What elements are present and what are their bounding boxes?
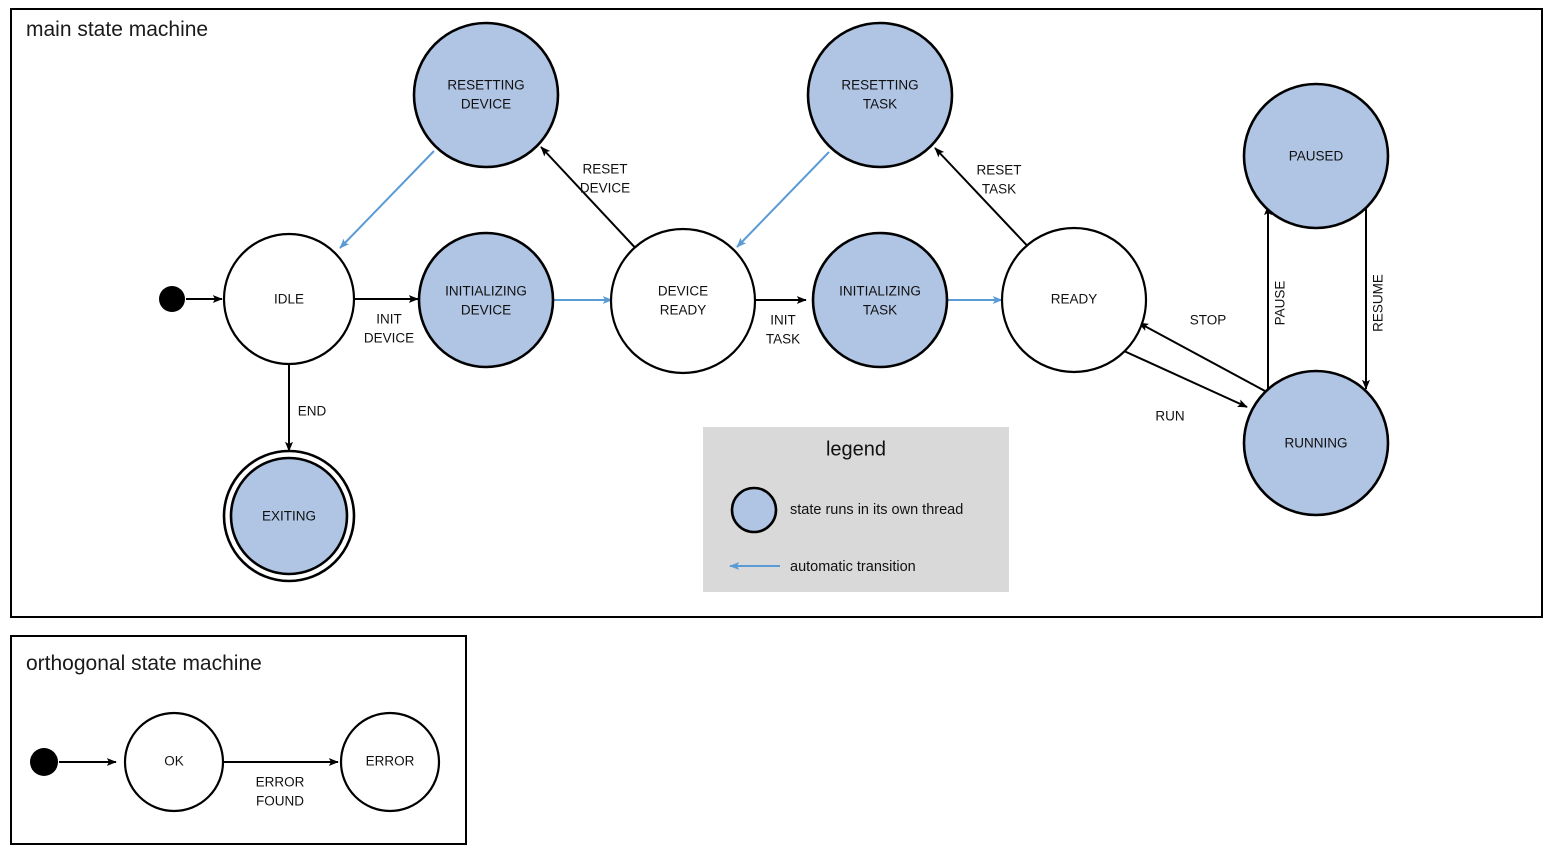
edge-label-init-device-1: INIT [376,312,402,327]
state-initializing-task-label-2: TASK [863,303,897,318]
state-device-ready[interactable]: DEVICE READY [609,227,757,375]
state-paused-circle[interactable] [1242,82,1390,230]
edge-label-pause: PAUSE [1273,281,1288,326]
state-device-ready-label-2: READY [660,303,707,318]
state-paused-label: PAUSED [1289,149,1344,164]
initial-pseudostate-main [159,286,185,312]
edge-label-end: END [298,404,327,419]
edge-label-error-found-1: ERROR [256,775,305,790]
legend: legend state runs in its own thread auto… [703,427,1009,592]
state-initializing-device-circle[interactable] [417,231,555,369]
state-ok-circle[interactable] [123,711,225,813]
legend-automatic-transition-text: automatic transition [790,559,916,575]
state-resetting-device-label-1: RESETTING [447,78,524,93]
state-error-label: ERROR [366,754,415,769]
state-device-ready-circle[interactable] [609,227,757,375]
state-running[interactable]: RUNNING [1242,369,1390,517]
edge-label-reset-device-1: RESET [582,162,627,177]
state-ready-label: READY [1051,292,1098,307]
edge-label-reset-task-1: RESET [976,163,1021,178]
initial-pseudostate-orthogonal [30,748,58,776]
edge-label-resume: RESUME [1371,274,1386,332]
state-running-label: RUNNING [1285,436,1348,451]
state-exiting[interactable]: EXITING [222,449,356,583]
main-frame-title: main state machine [26,18,208,41]
state-idle-circle[interactable] [222,232,356,366]
state-initializing-task-circle[interactable] [811,231,949,369]
state-resetting-task-label-1: RESETTING [841,78,918,93]
orthogonal-frame-title: orthogonal state machine [26,652,262,675]
state-resetting-device-label-2: DEVICE [461,97,511,112]
state-error[interactable]: ERROR [339,711,441,813]
legend-thread-state-text: state runs in its own thread [790,502,963,518]
state-resetting-task-label-2: TASK [863,97,897,112]
edge-ready-running [1123,350,1248,408]
edge-ready-resetting-task [934,147,1037,256]
edge-label-init-task-1: INIT [770,313,796,328]
edge-label-init-task-2: TASK [766,332,800,347]
state-exiting-circle[interactable] [229,456,349,576]
state-resetting-device[interactable]: RESETTING DEVICE [412,21,560,169]
state-exiting-label: EXITING [262,509,316,524]
state-initializing-task[interactable]: INITIALIZING TASK [811,231,949,369]
edge-device-ready-resetting-device [540,146,642,255]
state-resetting-task[interactable]: RESETTING TASK [806,21,954,169]
edge-label-error-found-2: FOUND [256,794,304,809]
state-idle[interactable]: IDLE [222,232,356,366]
state-error-circle[interactable] [339,711,441,813]
state-initializing-task-label-1: INITIALIZING [839,284,921,299]
edge-label-stop: STOP [1190,313,1227,328]
edge-label-run: RUN [1155,409,1184,424]
edge-resetting-task-device-ready [736,151,830,248]
state-initializing-device[interactable]: INITIALIZING DEVICE [417,231,555,369]
state-ready[interactable]: READY [1000,226,1148,374]
state-paused[interactable]: PAUSED [1242,82,1390,230]
state-idle-label: IDLE [274,292,304,307]
edge-label-reset-task-2: TASK [982,182,1016,197]
state-ready-circle[interactable] [1000,226,1148,374]
legend-thread-state-swatch [730,486,778,534]
edge-label-init-device-2: DEVICE [364,331,414,346]
edge-resetting-device-idle [339,150,435,249]
edge-label-reset-device-2: DEVICE [580,181,630,196]
state-resetting-device-circle[interactable] [412,21,560,169]
state-running-circle[interactable] [1242,369,1390,517]
state-ok-label: OK [164,754,184,769]
state-initializing-device-label-2: DEVICE [461,303,511,318]
state-device-ready-label-1: DEVICE [658,284,708,299]
edge-running-ready [1138,322,1266,392]
legend-title: legend [826,438,886,460]
state-exiting-outer-ring [222,449,356,583]
state-initializing-device-label-1: INITIALIZING [445,284,527,299]
state-ok[interactable]: OK [123,711,225,813]
state-resetting-task-circle[interactable] [806,21,954,169]
